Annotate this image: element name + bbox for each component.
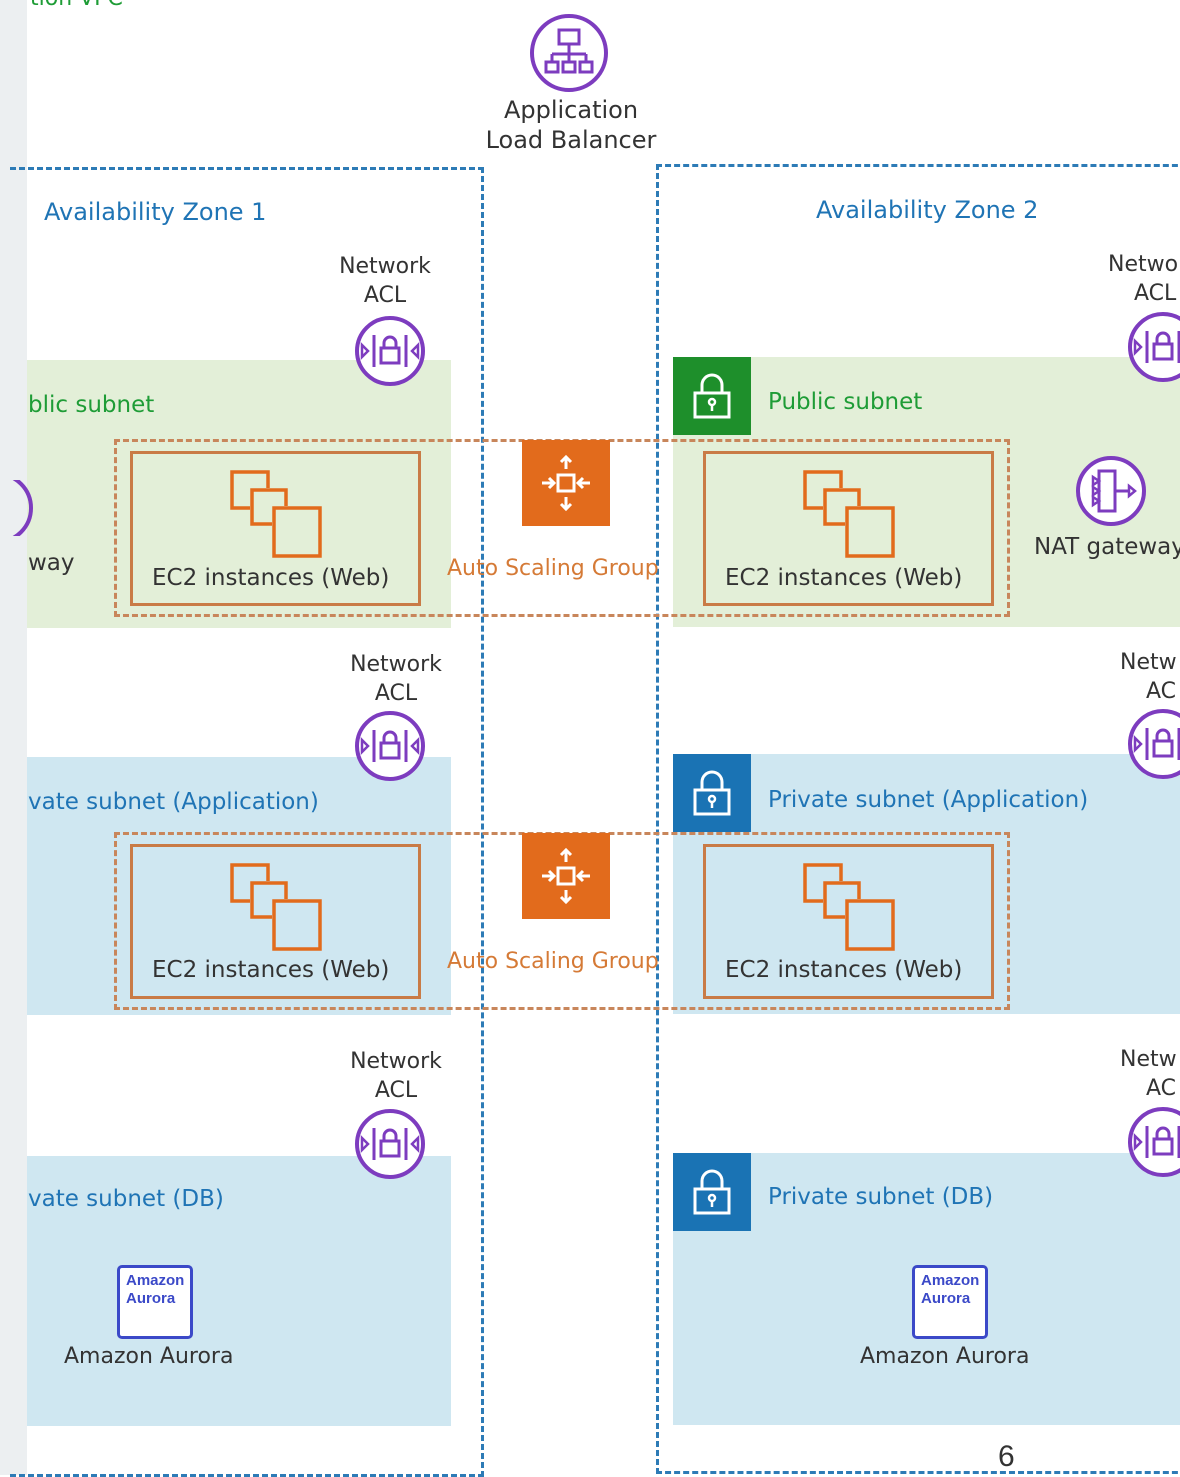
az1-public-acl-label: Network ACL: [330, 252, 440, 310]
az2-ec2-label: EC2 instances (Web): [725, 565, 963, 591]
az1-private-subnet-db: [27, 1156, 451, 1426]
az1-app-acl-label: Network ACL: [341, 650, 451, 708]
lock-icon: [673, 754, 751, 832]
auto-scaling-icon: [522, 833, 610, 919]
network-acl-icon: [352, 710, 428, 786]
az2-app-subnet-label: Private subnet (Application): [768, 787, 1089, 813]
left-margin-bar: [0, 0, 27, 1475]
az1-nat-gateway-label: way: [28, 550, 75, 576]
acl-label-line2: AC: [1146, 679, 1177, 704]
availability-zone-2: [656, 164, 1180, 1474]
auto-scaling-group-label: Auto Scaling Group: [447, 556, 659, 581]
aurora-icon-text-line1: Amazon: [126, 1272, 185, 1289]
acl-label-line2: ACL: [363, 283, 407, 308]
acl-label-line1: Netw: [1120, 1047, 1177, 1072]
acl-label-line1: Network: [339, 254, 431, 279]
network-acl-icon: [1125, 311, 1180, 387]
vpc-label: tion VPC: [30, 0, 123, 11]
amazon-aurora-icon: Amazon Aurora: [912, 1265, 988, 1339]
network-acl-icon: [1125, 708, 1180, 784]
ec2-instances-icon: [228, 861, 324, 959]
ec2-instances-icon: [801, 861, 897, 959]
az1-db-subnet-label: vate subnet (DB): [28, 1186, 224, 1212]
aurora-icon-text-line1: Amazon: [921, 1272, 980, 1289]
acl-label-line2: AC: [1146, 1076, 1177, 1101]
lock-icon: [673, 1153, 751, 1231]
auto-scaling-icon: [522, 440, 610, 526]
network-acl-icon: [352, 315, 428, 391]
lock-icon: [673, 357, 751, 435]
az2-db-subnet-label: Private subnet (DB): [768, 1184, 994, 1210]
amazon-aurora-icon: Amazon Aurora: [117, 1265, 193, 1339]
nat-gateway-icon: [5, 480, 35, 536]
az1-ec2-label: EC2 instances (Web): [152, 957, 390, 983]
ec2-instances-icon: [228, 468, 324, 566]
az1-aurora-label: Amazon Aurora: [64, 1344, 234, 1369]
az1-title: Availability Zone 1: [44, 198, 267, 226]
az2-ec2-label: EC2 instances (Web): [725, 957, 963, 983]
acl-label-line2: ACL: [374, 681, 418, 706]
alb-label: Application Load Balancer: [470, 95, 672, 155]
az1-ec2-label: EC2 instances (Web): [152, 565, 390, 591]
alb-label-line1: Application: [503, 96, 639, 124]
az1-public-subnet-label: blic subnet: [28, 392, 155, 418]
az2-nat-gateway-label: NAT gateway: [1034, 534, 1180, 560]
acl-label-line1: Netw: [1120, 650, 1177, 675]
aurora-icon-text-line2: Aurora: [126, 1290, 176, 1307]
aurora-icon-text-line2: Aurora: [921, 1290, 971, 1307]
az2-public-subnet-label: Public subnet: [768, 389, 923, 415]
acl-label-line1: Netwo: [1108, 252, 1179, 277]
load-balancer-icon: [528, 12, 610, 98]
network-acl-icon: [1125, 1106, 1180, 1182]
acl-label-line1: Network: [350, 1049, 442, 1074]
nat-gateway-icon: [1073, 455, 1149, 531]
page-number: 6: [998, 1440, 1015, 1473]
auto-scaling-group-label: Auto Scaling Group: [447, 949, 659, 974]
acl-label-line2: ACL: [374, 1078, 418, 1103]
az2-public-acl-label: Netwo ACL: [1100, 250, 1180, 308]
az2-db-acl-label: Netw AC: [1100, 1045, 1180, 1103]
network-acl-icon: [352, 1108, 428, 1184]
acl-label-line1: Network: [350, 652, 442, 677]
az1-db-acl-label: Network ACL: [341, 1047, 451, 1105]
az2-aurora-label: Amazon Aurora: [860, 1344, 1030, 1369]
az1-app-subnet-label: vate subnet (Application): [28, 789, 319, 815]
alb-label-line2: Load Balancer: [485, 126, 657, 154]
az2-app-acl-label: Netw AC: [1100, 648, 1180, 706]
acl-label-line2: ACL: [1134, 281, 1177, 306]
az2-title: Availability Zone 2: [816, 196, 1039, 224]
ec2-instances-icon: [801, 468, 897, 566]
